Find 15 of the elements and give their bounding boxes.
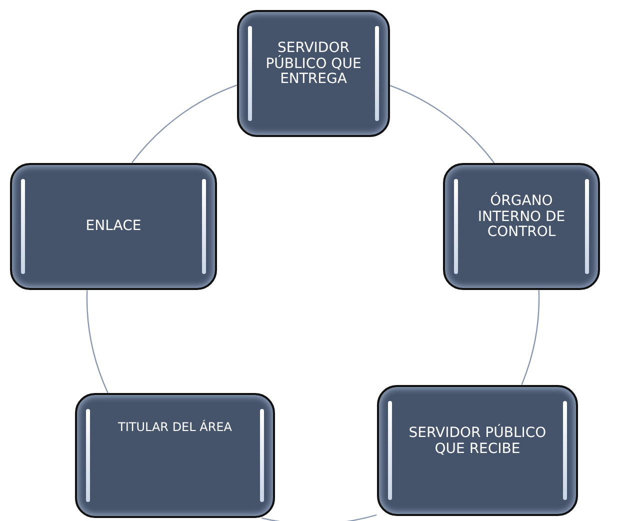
node-label: SERVIDOR PÚBLICO QUE ENTREGA <box>264 40 362 88</box>
rounded-box <box>443 163 600 290</box>
rounded-box <box>377 385 578 516</box>
rounded-box <box>10 163 217 290</box>
connector-arc <box>132 84 238 163</box>
rounded-box <box>75 393 275 518</box>
connector-arc <box>262 514 377 521</box>
connector-arc <box>86 290 108 394</box>
node-label: TITULAR DEL ÁREA <box>117 421 233 434</box>
node-label: ÓRGANO INTERNO DE CONTROL <box>476 194 566 241</box>
node-label: ENLACE <box>84 218 142 234</box>
node-label: SERVIDOR PÚBLICO QUE RECIBE <box>408 426 548 458</box>
connector-arc <box>390 85 495 164</box>
rounded-box <box>237 10 390 137</box>
connector-arc <box>521 290 540 385</box>
